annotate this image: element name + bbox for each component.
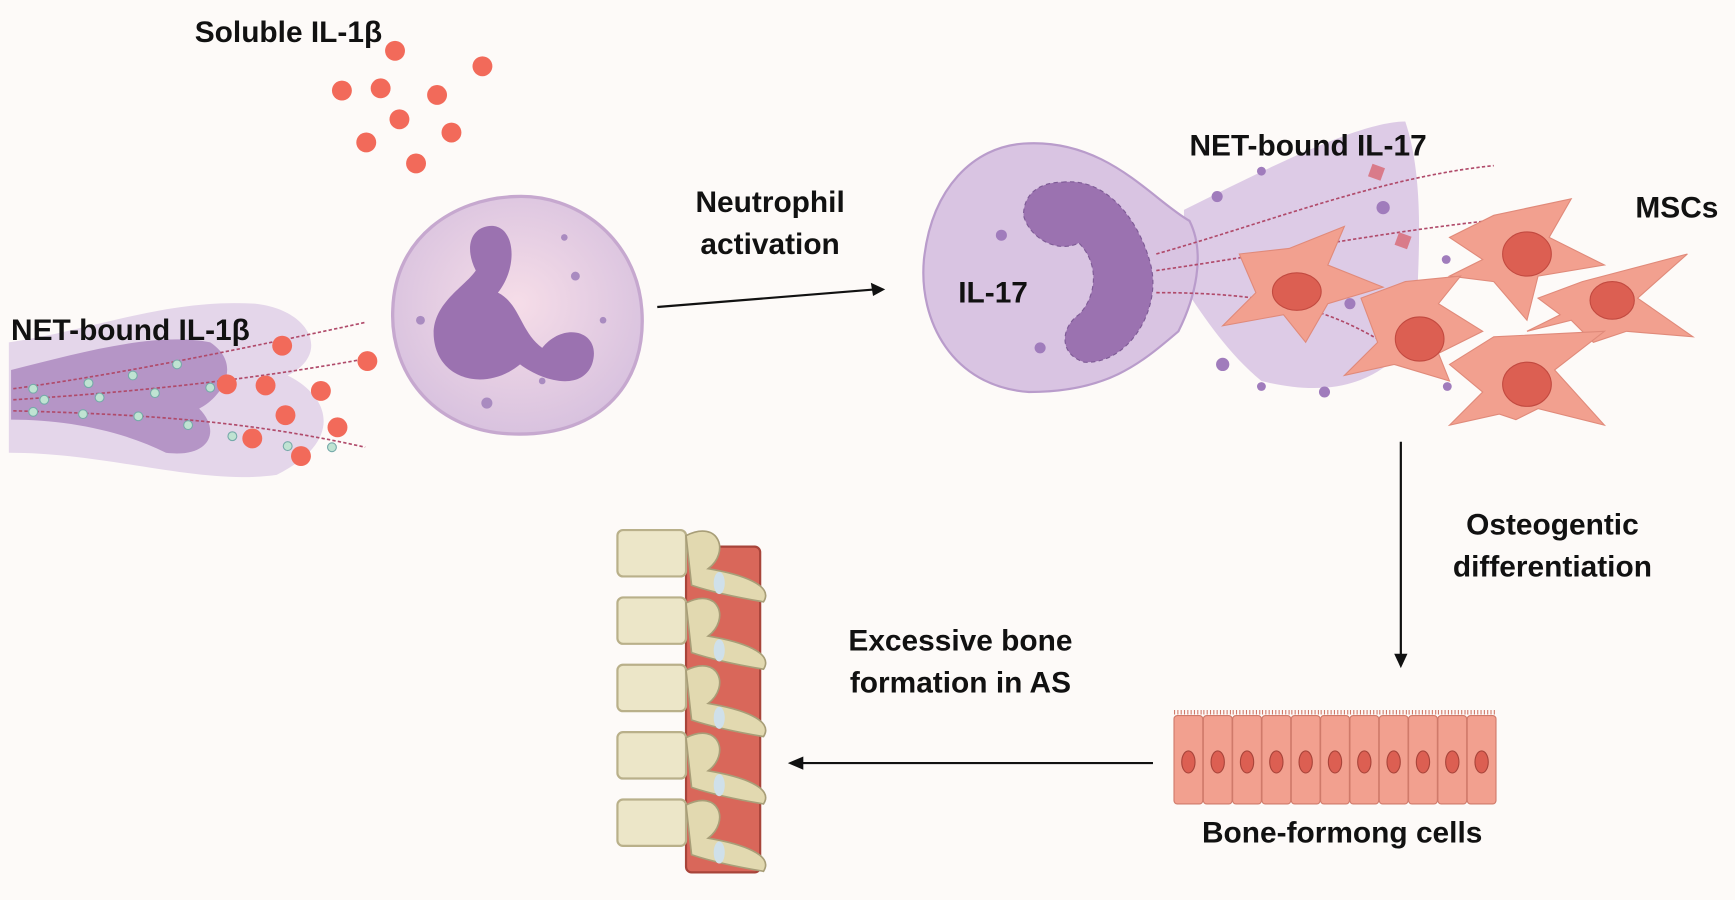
net-bound-il17-label: NET-bound IL-17 <box>1189 130 1426 163</box>
net-bound-il1b-label: NET-bound IL-1β <box>11 314 250 347</box>
osteogenic-arrow <box>1394 441 1408 669</box>
bone-forming-cells-label: Bone-formong cells <box>1202 817 1482 850</box>
cell-nucleus <box>1386 750 1401 774</box>
osteogenic-label-line2: differentiation <box>1453 550 1652 583</box>
cell-nucleus <box>1445 750 1460 774</box>
soluble-il1b-cytokines <box>331 40 493 174</box>
net-il1b-illustration <box>8 303 378 478</box>
mscs-cells <box>1221 197 1695 427</box>
vertebra-body <box>616 528 688 578</box>
cell-nucleus <box>1239 750 1255 774</box>
neutrophil-activation-label-line1: Neutrophil <box>695 186 844 219</box>
vertebra-body <box>616 731 688 780</box>
il17-label: IL-17 <box>958 277 1028 310</box>
vertebra-body <box>616 663 688 713</box>
vertebra-body <box>616 596 688 645</box>
spine-illustration <box>616 528 767 874</box>
cell-nucleus <box>1327 750 1343 774</box>
cell-nucleus <box>1269 750 1284 774</box>
intervertebral-disc <box>713 774 725 797</box>
excessive-bone-label-line1: Excessive bone <box>848 624 1072 657</box>
intervertebral-disc <box>713 841 725 864</box>
soluble-il1b-label: Soluble IL-1β <box>195 16 382 49</box>
cell-nucleus <box>1210 750 1225 774</box>
intervertebral-disc <box>713 639 725 662</box>
cell-nucleus <box>1298 750 1313 774</box>
excessive-bone-label-line2: formation in AS <box>850 666 1071 699</box>
neutrophil-activation-label-line2: activation <box>700 228 839 261</box>
cell-nucleus <box>1415 750 1431 774</box>
activation-arrow <box>657 282 886 309</box>
resting-neutrophil <box>391 194 644 436</box>
mscs-label: MSCs <box>1635 192 1718 225</box>
osteogenic-label-line1: Osteogentic <box>1466 509 1639 542</box>
intervertebral-disc <box>713 572 725 595</box>
bone-formation-arrow <box>787 756 1153 770</box>
cell-nucleus <box>1474 750 1489 774</box>
bone-forming-cells <box>1173 710 1497 805</box>
cell-nucleus <box>1357 750 1372 774</box>
vertebra-body <box>616 798 688 847</box>
cell-nucleus <box>1181 750 1196 774</box>
intervertebral-disc <box>713 706 725 729</box>
